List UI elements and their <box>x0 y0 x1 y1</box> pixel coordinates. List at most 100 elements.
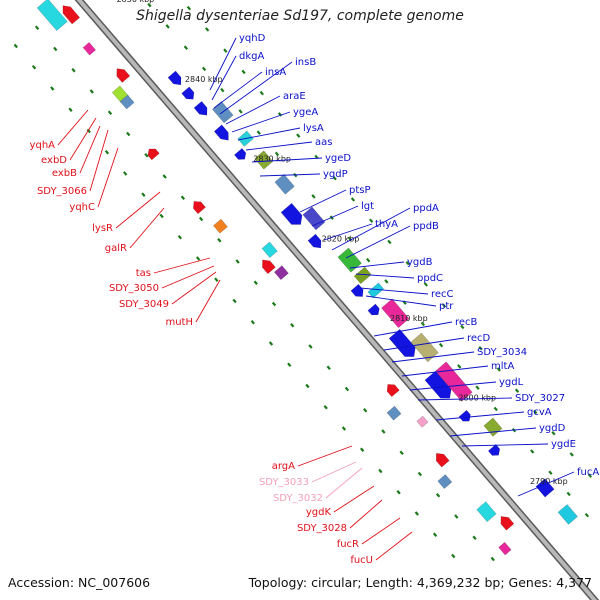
forward-gene-label[interactable]: aas <box>315 137 332 148</box>
label-leader-line <box>409 381 497 391</box>
reverse-gene-label[interactable]: fucU <box>350 555 373 566</box>
reverse-gene-label[interactable]: mutH <box>165 317 193 328</box>
reverse-gene-label[interactable]: exbB <box>52 168 77 179</box>
track-guide-mark <box>274 151 280 157</box>
reverse-gene-label[interactable]: yqhC <box>69 202 95 213</box>
reverse-gene-label[interactable]: argA <box>272 461 295 472</box>
forward-gene-label[interactable]: gcvA <box>527 407 552 418</box>
track-guide-mark <box>417 471 422 477</box>
reverse-gene-feature[interactable] <box>213 218 228 234</box>
forward-gene-label[interactable]: ppdC <box>417 273 443 284</box>
label-leader-line <box>359 287 429 295</box>
forward-gene-label[interactable]: insA <box>265 67 286 78</box>
forward-gene-label[interactable]: lgt <box>361 201 374 212</box>
forward-gene-label[interactable]: mltA <box>491 361 514 372</box>
track-guide-mark <box>399 450 404 456</box>
reverse-gene-label[interactable]: lysR <box>92 223 113 234</box>
pseudo-gene-label[interactable]: SDY_3033 <box>259 477 309 488</box>
forward-gene-feature[interactable] <box>234 148 248 162</box>
reverse-gene-feature[interactable] <box>259 257 276 275</box>
reverse-gene-feature[interactable] <box>433 450 450 468</box>
forward-gene-feature[interactable] <box>280 202 306 229</box>
forward-gene-label[interactable]: ptr <box>439 301 454 312</box>
forward-gene-feature[interactable] <box>381 298 410 329</box>
forward-gene-feature[interactable] <box>307 233 325 251</box>
reverse-gene-label[interactable]: galR <box>105 243 127 254</box>
reverse-gene-feature[interactable] <box>497 513 515 531</box>
reverse-gene-feature[interactable] <box>384 381 400 398</box>
forward-gene-feature[interactable] <box>274 173 295 195</box>
forward-gene-label[interactable]: ygdE <box>551 439 576 450</box>
forward-gene-label[interactable]: ygeA <box>293 107 318 118</box>
forward-gene-label[interactable]: thyA <box>375 219 398 230</box>
reverse-gene-feature[interactable] <box>113 65 131 83</box>
forward-gene-feature[interactable] <box>193 100 211 118</box>
reverse-gene-feature[interactable] <box>119 94 135 110</box>
label-leader-line <box>435 411 525 421</box>
reverse-gene-label[interactable]: yqhA <box>30 140 56 151</box>
forward-gene-feature[interactable] <box>435 361 473 402</box>
reverse-gene-feature[interactable] <box>498 541 512 556</box>
reverse-gene-label[interactable]: fucR <box>337 539 359 550</box>
forward-gene-feature[interactable] <box>483 417 503 437</box>
reverse-gene-label[interactable]: tas <box>136 268 151 279</box>
forward-gene-feature[interactable] <box>181 86 197 103</box>
forward-gene-feature[interactable] <box>367 303 382 318</box>
forward-gene-label[interactable]: recC <box>431 289 454 300</box>
forward-gene-label[interactable]: ppdB <box>413 221 439 232</box>
forward-gene-feature[interactable] <box>167 70 185 88</box>
reverse-gene-label[interactable]: SDY_3049 <box>119 299 169 310</box>
forward-gene-label[interactable]: insB <box>295 57 316 68</box>
forward-gene-feature[interactable] <box>535 478 555 498</box>
forward-gene-label[interactable]: ygdL <box>499 377 524 388</box>
forward-gene-label[interactable]: recB <box>455 317 478 328</box>
forward-gene-feature[interactable] <box>254 150 274 170</box>
pseudo-gene-label[interactable]: SDY_3032 <box>273 493 323 504</box>
forward-gene-label[interactable]: ygeD <box>325 153 351 164</box>
forward-gene-label[interactable]: recD <box>467 333 491 344</box>
forward-gene-feature[interactable] <box>337 247 362 273</box>
forward-gene-feature[interactable] <box>458 409 473 424</box>
reverse-gene-label[interactable]: SDY_3050 <box>109 283 159 294</box>
forward-gene-label[interactable]: ygdB <box>407 257 433 268</box>
reverse-gene-feature[interactable] <box>36 0 68 32</box>
forward-gene-label[interactable]: ppdA <box>413 203 439 214</box>
reverse-gene-label[interactable]: ygdK <box>306 507 332 518</box>
forward-gene-feature[interactable] <box>557 504 578 525</box>
forward-gene-label[interactable]: yqhD <box>239 33 266 44</box>
track-guide-mark <box>551 430 556 436</box>
forward-gene-label[interactable]: SDY_3027 <box>515 393 565 404</box>
reverse-gene-feature[interactable] <box>82 42 96 56</box>
forward-gene-label[interactable]: ptsP <box>349 185 371 196</box>
forward-gene-label[interactable]: lysA <box>303 123 324 134</box>
reverse-gene-feature[interactable] <box>476 501 497 523</box>
forward-gene-feature[interactable] <box>302 206 326 231</box>
reverse-gene-label[interactable]: exbD <box>41 155 67 166</box>
forward-gene-label[interactable]: dkgA <box>239 51 264 62</box>
forward-gene-feature[interactable] <box>350 283 366 300</box>
forward-gene-feature[interactable] <box>353 266 372 285</box>
reverse-gene-feature[interactable] <box>145 146 160 161</box>
forward-gene-label[interactable]: SDY_3034 <box>477 347 527 358</box>
forward-gene-label[interactable]: ygdP <box>323 169 348 180</box>
reverse-gene-feature[interactable] <box>190 198 206 215</box>
label-leader-line <box>349 499 383 529</box>
reverse-gene-feature[interactable] <box>386 405 402 421</box>
reverse-gene-label[interactable]: SDY_3028 <box>297 523 347 534</box>
reverse-gene-feature[interactable] <box>261 241 278 258</box>
forward-gene-feature[interactable] <box>487 444 502 458</box>
label-leader-line <box>211 55 237 101</box>
track-guide-mark <box>201 66 207 72</box>
forward-gene-feature[interactable] <box>367 282 385 299</box>
forward-gene-label[interactable]: fucA <box>577 467 599 478</box>
reverse-gene-feature[interactable] <box>416 415 429 428</box>
forward-gene-label[interactable]: araE <box>283 91 306 102</box>
forward-gene-feature[interactable] <box>410 332 439 363</box>
reverse-gene-feature[interactable] <box>437 474 453 490</box>
reverse-gene-feature[interactable] <box>59 2 81 25</box>
forward-gene-feature[interactable] <box>213 124 232 144</box>
reverse-gene-label[interactable]: SDY_3066 <box>37 186 87 197</box>
reverse-gene-feature[interactable] <box>273 265 289 281</box>
forward-gene-label[interactable]: ygdD <box>539 423 566 434</box>
